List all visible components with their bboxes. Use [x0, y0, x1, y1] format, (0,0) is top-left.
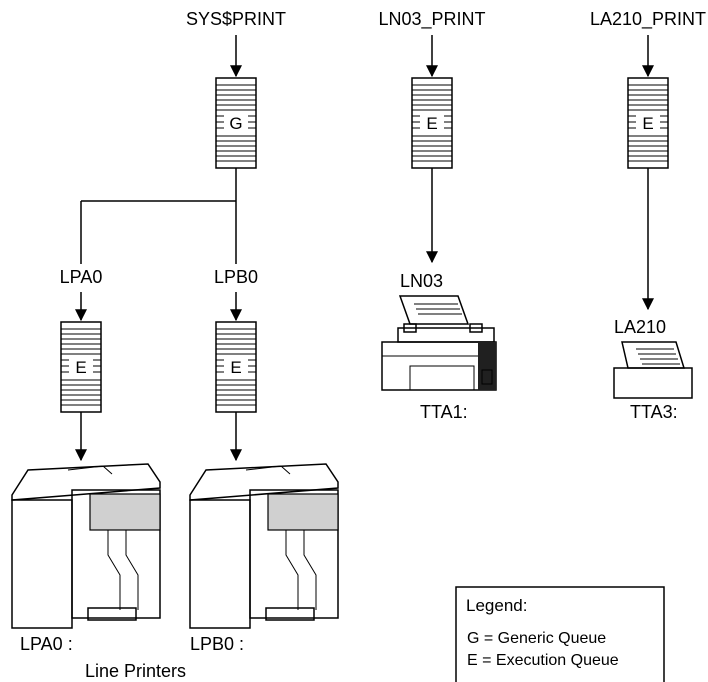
device-label-lpb0: LPB0 : [190, 634, 244, 654]
queue-icon-ln03-print: E [411, 77, 453, 169]
ln03-printer-icon [381, 295, 497, 391]
legend-box: Legend: G = Generic Queue E = Execution … [455, 586, 665, 682]
queue-label-sys-print: SYS$PRINT [186, 9, 286, 29]
queue-type-sys-print: G [229, 114, 242, 133]
queue-label-la210-print: LA210_PRINT [590, 9, 706, 30]
legend-title: Legend: [466, 596, 527, 615]
line-printers-caption: Line Printers [85, 661, 186, 681]
queue-label-lpa0: LPA0 [60, 267, 103, 287]
queue-label-ln03-print: LN03_PRINT [378, 9, 485, 30]
queue-type-ln03-print: E [426, 114, 437, 133]
queue-type-lpb0: E [230, 358, 241, 377]
queue-icon-sys-print: G [215, 77, 257, 169]
legend-generic-entry: G = Generic Queue [467, 630, 606, 647]
device-label-tta3: TTA3: [630, 402, 678, 422]
generic-queue-branch-lines [80, 168, 237, 264]
queue-label-lpb0: LPB0 [214, 267, 258, 287]
device-label-tta1: TTA1: [420, 402, 468, 422]
legend-execution-entry: E = Execution Queue [467, 652, 619, 669]
device-label-lpa0: LPA0 : [20, 634, 73, 654]
queue-icon-la210-print: E [627, 77, 669, 169]
queue-icon-lpb0: E [215, 321, 257, 413]
queue-type-la210-print: E [642, 114, 653, 133]
line-printer-lpb0-icon [189, 463, 339, 629]
la210-printer-icon [613, 341, 693, 399]
line-printer-lpa0-icon [11, 463, 161, 629]
queue-type-lpa0: E [75, 358, 86, 377]
printer-model-ln03: LN03 [400, 271, 443, 291]
queue-icon-lpa0: E [60, 321, 102, 413]
printer-model-la210: LA210 [614, 317, 666, 337]
